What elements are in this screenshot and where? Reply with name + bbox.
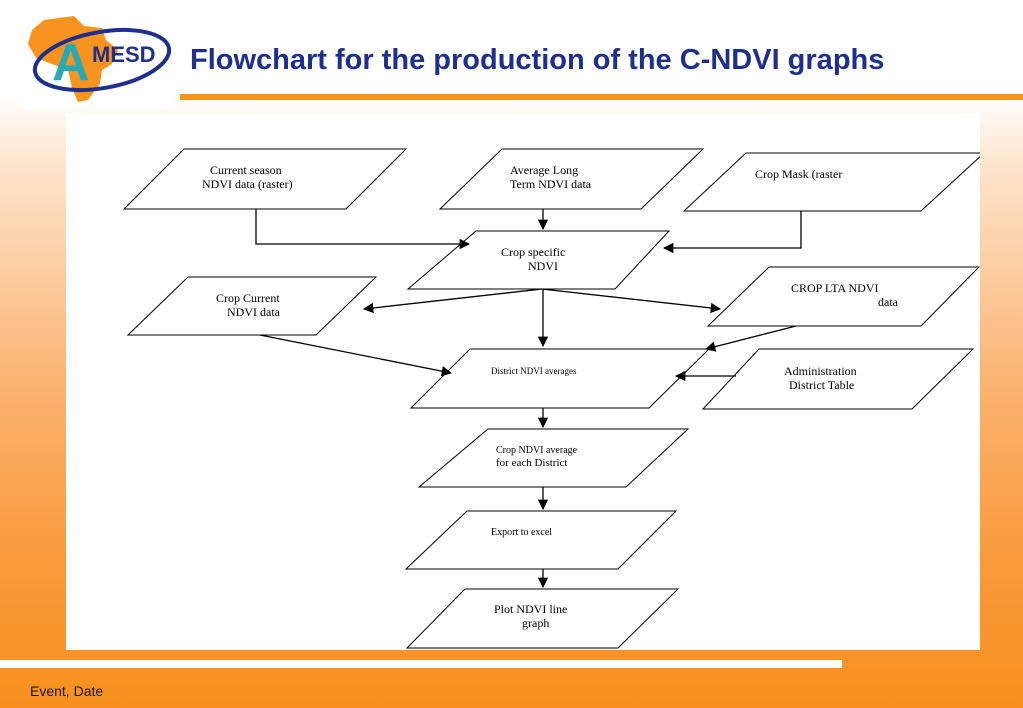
label-crop-specific-1: Crop specific: [501, 245, 565, 259]
label-crop-avg-district-2: for each District: [496, 457, 567, 469]
label-district-avg: District NDVI averages: [491, 366, 577, 376]
node-district-avg: [409, 348, 711, 409]
arrow-mask-to-crop-specific: [662, 211, 802, 254]
node-export-excel: [404, 510, 678, 570]
logo-letter-a: A: [52, 34, 90, 92]
label-crop-mask: Crop Mask (raster: [755, 167, 842, 181]
arrow-lta-to-district: [704, 325, 797, 352]
node-plot-graph: [405, 588, 680, 649]
label-crop-avg-district-1: Crop NDVI average: [496, 445, 578, 456]
arrow-current-to-crop-specific: [255, 209, 471, 250]
footer-divider: [0, 660, 842, 668]
label-plot-graph-2: graph: [522, 616, 549, 630]
africa-map-logo-icon: A MESD: [28, 16, 172, 102]
footer-event-date: Event, Date: [30, 683, 104, 699]
flowchart-panel: Current season NDVI data (raster) Averag…: [66, 113, 986, 650]
label-avg-long-term-2: Term NDVI data: [510, 177, 592, 191]
node-crop-mask: [682, 152, 986, 212]
logo-text: MESD: [92, 42, 156, 67]
slide-title: Flowchart for the production of the C-ND…: [190, 44, 885, 76]
node-current-season: [122, 148, 408, 210]
label-admin-table-2: District Table: [789, 378, 854, 392]
node-admin-table: [701, 348, 975, 410]
node-crop-lta: [706, 266, 981, 327]
node-avg-long-term: [438, 148, 705, 210]
arrow-crop-current-to-district: [259, 334, 453, 377]
node-crop-current: [126, 276, 378, 336]
arrow-crop-specific-to-crop-current: [362, 288, 543, 314]
label-current-season-2: NDVI data (raster): [202, 177, 293, 191]
arrow-crop-specific-to-lta: [541, 288, 722, 314]
label-crop-current-2: NDVI data: [227, 305, 281, 319]
node-crop-avg-district: [417, 428, 690, 488]
label-plot-graph-1: Plot NDVI line: [494, 602, 567, 616]
orbit-ring: [32, 28, 172, 92]
label-crop-lta-1: CROP LTA NDVI: [791, 281, 879, 295]
label-crop-lta-2: data: [878, 295, 899, 309]
label-avg-long-term-1: Average Long: [510, 163, 578, 177]
label-admin-table-1: Administration: [784, 364, 857, 378]
flowchart: Current season NDVI data (raster) Averag…: [122, 148, 986, 649]
label-crop-current-1: Crop Current: [216, 291, 280, 305]
amesd-logo: A MESD: [22, 12, 174, 110]
label-export-excel: Export to excel: [491, 527, 552, 538]
label-current-season-1: Current season: [210, 163, 282, 177]
title-underline: [180, 94, 1023, 100]
label-crop-specific-2: NDVI: [528, 259, 558, 273]
africa-shape: [28, 16, 118, 102]
node-crop-specific: [406, 230, 671, 290]
